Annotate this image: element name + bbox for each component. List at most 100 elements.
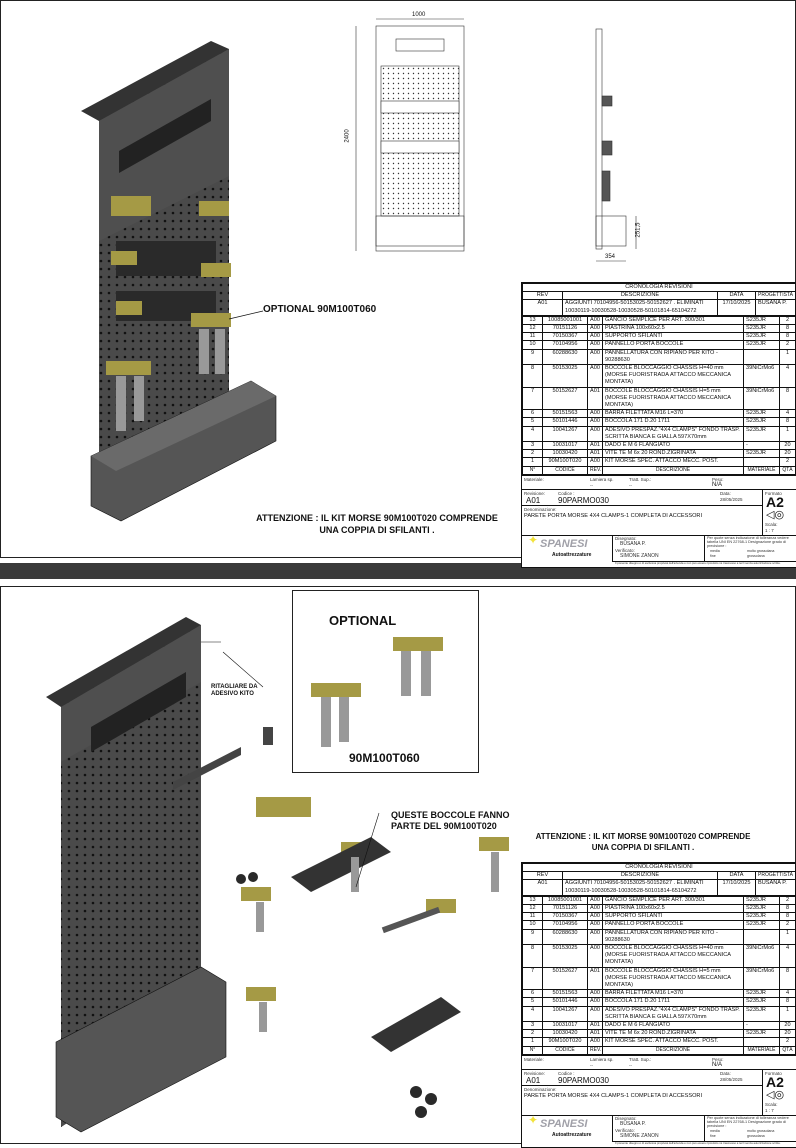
header-code: CODICE — [542, 1045, 588, 1055]
part-description: BARRA FILETTATA M16 L=370 — [602, 409, 744, 419]
logo-sub: Autoattrezzature — [552, 1131, 592, 1138]
part-rev: A00 — [587, 340, 603, 350]
part-description: BOCCOLE BLOCCAGGIO CHASSIS H=5 mm (MORSE… — [602, 966, 744, 991]
revision-value: A01 — [526, 495, 541, 505]
tolerance-option: media — [710, 548, 720, 553]
part-material: S235JR — [743, 332, 780, 342]
part-number: 1 — [522, 1037, 543, 1047]
part-description: PANNELLO PORTA BOCCOLE — [602, 920, 744, 930]
part-material: 39NiCrMo6 — [743, 944, 780, 968]
part-code: 50152627 — [542, 386, 588, 411]
part-rev: A00 — [587, 324, 603, 334]
format-label: Formato — [765, 490, 782, 496]
weight-label: Peso: — [712, 476, 724, 482]
header-code: CODICE — [542, 465, 588, 475]
part-material: S235JR — [743, 340, 780, 350]
header-number: N° — [522, 1045, 543, 1055]
part-number: 3 — [522, 441, 543, 451]
tolerance-option: molto grossolana — [747, 548, 775, 553]
part-number: 12 — [522, 324, 543, 334]
part-rev: A01 — [587, 386, 603, 411]
part-material: S235JR — [743, 989, 780, 999]
part-number: 10 — [522, 920, 543, 930]
weight-label: Peso: — [712, 1056, 724, 1062]
part-description: SUPPORTO SFILANTI — [602, 332, 744, 342]
part-material: S235JR — [743, 1005, 780, 1023]
scale-value: 1 : 7 — [765, 527, 774, 533]
format-value: A2 — [766, 1073, 784, 1090]
part-number: 9 — [522, 348, 543, 366]
part-number: 7 — [522, 966, 543, 991]
optional-label: OPTIONAL 90M100T060 — [263, 304, 377, 315]
name-value: PARETE PORTA MORSE 4X4 CLAMPS-1 COMPLETA… — [524, 512, 703, 519]
revision-value: A01 — [526, 1075, 541, 1085]
tolerance-option: grossolana — [747, 1133, 765, 1138]
code-label: Codice : — [558, 1070, 575, 1076]
rev-description: AGGIUNTI 70104956-50153025-50152627 . EL… — [562, 879, 718, 896]
part-number: 13 — [522, 895, 543, 906]
weight-value: N/A — [712, 1061, 723, 1068]
part-code: 50153025 — [542, 364, 588, 388]
date-label: Data: — [720, 490, 731, 496]
name-label: Denominazione: — [524, 1086, 557, 1092]
part-description: BOCCOLE BLOCCAGGIO CHASSIS H=5 mm (MORSE… — [602, 386, 744, 411]
attention-line: UNA COPPIA DI SFILANTI . — [591, 843, 695, 852]
format-value: A2 — [766, 493, 784, 510]
optional-title: OPTIONAL — [329, 613, 397, 628]
projection-symbol-icon: ◁◎ — [766, 1088, 785, 1101]
tolerance-option: fine — [710, 553, 716, 558]
part-qty: 8 — [779, 324, 796, 334]
part-material — [743, 928, 780, 946]
checked-label: Verificato: — [615, 1127, 635, 1133]
part-number: 12 — [522, 904, 543, 914]
rev-header: REV — [522, 871, 563, 881]
part-code: 50151563 — [542, 409, 588, 419]
header-number: N° — [522, 465, 543, 475]
part-code: 10085001001 — [542, 895, 588, 906]
drawn-value: BUSANA P. — [620, 540, 646, 547]
bushings-note: QUESTE BOCCOLE FANNO PARTE DEL 90M100T02… — [391, 810, 510, 832]
part-material: S235JR — [743, 895, 780, 906]
part-qty: 2 — [779, 457, 796, 467]
part-qty: 20 — [779, 1021, 796, 1031]
drawing-sheet-2: OPTIONAL 90M100T060 RITAGLIARE DA ADESIV… — [0, 586, 796, 1148]
part-code: 60288630 — [542, 928, 588, 946]
part-description: BOCCOLE BLOCCAGGIO CHASSIS H=40 mm (MORS… — [602, 364, 744, 388]
part-number: 7 — [522, 386, 543, 411]
name-label: Denominazione: — [524, 506, 557, 512]
attention-line: UNA COPPIA DI SFILANTI . — [319, 525, 435, 535]
assembly-drawings — [81, 18, 637, 522]
part-number: 4 — [522, 1005, 543, 1023]
part-number: 9 — [522, 928, 543, 946]
part-material: S235JR — [743, 449, 780, 459]
part-code: 10041267 — [542, 1005, 588, 1023]
sheet-label: Lamiera sp. — [590, 476, 614, 482]
part-qty: 1 — [779, 928, 796, 946]
tolerance-option: molto grossolana — [747, 1128, 775, 1133]
part-code: 70104956 — [542, 920, 588, 930]
optional-parts — [311, 637, 443, 747]
material-label: Materiale: — [524, 1056, 544, 1062]
date-value: 28/05/2025 — [720, 1076, 743, 1082]
part-number: 3 — [522, 1021, 543, 1031]
part-description: ADESIVO PRESPAZ."4X4 CLAMPS" FONDO TRASP… — [602, 1005, 744, 1023]
part-rev: A00 — [587, 348, 603, 366]
sheet-value: -- — [590, 1062, 593, 1068]
attention-note: ATTENZIONE : IL KIT MORSE 90M100T020 COM… — [241, 512, 513, 536]
tolerance-note: Per quote senza indicazione di tolleranz… — [707, 1115, 789, 1129]
part-code: 90M100T020 — [542, 1037, 588, 1047]
part-rev: A01 — [587, 966, 603, 991]
rev-code: A01 — [522, 299, 563, 316]
header-rev: REV. — [587, 465, 603, 475]
